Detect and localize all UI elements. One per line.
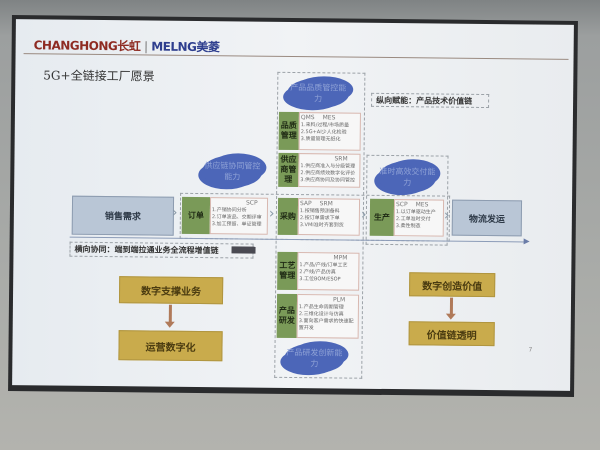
toolbar-image-icon bbox=[231, 246, 256, 254]
arrow-down-icon bbox=[449, 297, 454, 315]
system-srm: SRM bbox=[334, 155, 348, 163]
detail-line: 3.工位BOM/ESOP bbox=[299, 276, 341, 283]
digital-value-creation-box: 数字创造价值 bbox=[409, 272, 496, 298]
slide-title: 5G+全链接工厂愿景 bbox=[43, 68, 155, 84]
logo-meling: MELNG bbox=[151, 39, 197, 54]
order-label: 订单 bbox=[181, 196, 211, 235]
system-qms: QMS bbox=[300, 114, 315, 122]
detail-line: 3.VMI准时齐套到货 bbox=[299, 222, 344, 229]
system-plm: PLM bbox=[332, 296, 346, 304]
arrow-down-icon bbox=[168, 304, 172, 323]
order-detail: SCP 1.产销协同分析 2.订单波品、交期评审 3.加工预留、单证管理 bbox=[209, 197, 269, 235]
value-chain-transparency-box: 价值链透明 bbox=[408, 321, 495, 347]
purchase-label: 采购 bbox=[277, 197, 299, 236]
cloud-supply-chain-capability: 供应链协同管控能力 bbox=[202, 155, 263, 188]
header-divider bbox=[23, 53, 569, 60]
product-rnd-label: 产品研发 bbox=[276, 293, 298, 339]
slide: CHANGHONG长虹 | MELNG美菱 5G+全链接工厂愿景 产品品质管控能… bbox=[12, 19, 574, 391]
sales-demand-box: 销售需求 bbox=[71, 195, 175, 236]
logo-changhong-cn: 长虹 bbox=[117, 39, 141, 54]
system-scp: SCP bbox=[245, 199, 258, 207]
logo-meling-cn: 美菱 bbox=[196, 39, 220, 55]
operations-digitalization-box: 运营数字化 bbox=[118, 330, 223, 362]
system-mes: MES bbox=[415, 201, 429, 209]
chevron-right-icon: › bbox=[171, 204, 178, 221]
logo-separator: | bbox=[143, 39, 148, 54]
cloud-quality-capability: 产品品质管控能力 bbox=[287, 77, 350, 109]
chevron-right-icon: › bbox=[443, 207, 450, 224]
page-number: 7 bbox=[528, 346, 533, 354]
logo-changhong: CHANGHONG bbox=[33, 38, 118, 54]
cloud-delivery-capability: 准时高效交付能力 bbox=[378, 160, 437, 194]
process-management-label: 工艺管理 bbox=[277, 251, 298, 291]
production-label: 生产 bbox=[369, 198, 395, 237]
system-mes: MES bbox=[322, 114, 336, 122]
system-mpm: MPM bbox=[333, 254, 348, 262]
chevron-right-icon: › bbox=[360, 206, 367, 223]
horizontal-collaboration-label: 横向协同：端到端拉通业务全流程增值链 bbox=[69, 241, 254, 259]
logo: CHANGHONG长虹 | MELNG美菱 bbox=[34, 36, 220, 55]
chevron-right-icon: › bbox=[268, 205, 275, 222]
vertical-enablement-label: 纵向赋能：产品技术价值链 bbox=[371, 92, 490, 109]
detail-line: 3.加工预留、单证管理 bbox=[211, 221, 262, 228]
logistics-box: 物流发运 bbox=[451, 199, 523, 237]
cloud-rnd-capability: 产品研发创新能力 bbox=[284, 342, 345, 374]
arrow-head-icon bbox=[523, 238, 530, 245]
process-management-detail: MPM 1.产品/产线/订单工艺 2.产线/产品仿真 3.工位BOM/ESOP bbox=[297, 252, 360, 291]
detail-line: 3.面向客户需求的快速配置开发 bbox=[298, 318, 354, 332]
quality-management-label: 品质管理 bbox=[278, 111, 299, 151]
system-scp: SCP bbox=[395, 201, 408, 209]
detail-line: 3.供应商协同及协同管控 bbox=[300, 177, 356, 184]
detail-line: 3.柔性制造 bbox=[395, 223, 421, 230]
supplier-management-detail: SRM 1.供应商准入与分级管理 2.供应商绩效数字化评价 3.供应商协同及协同… bbox=[298, 153, 361, 188]
system-srm: SRM bbox=[319, 200, 333, 208]
digital-support-business-box: 数字支撑业务 bbox=[118, 276, 224, 305]
detail-line: 3.质量管理无纸化 bbox=[300, 136, 341, 143]
product-rnd-detail: PLM 1.产品生命周期管理 2.三维化设计与仿真 3.面向客户需求的快速配置开… bbox=[296, 294, 360, 339]
system-sap: SAP bbox=[299, 200, 312, 208]
supplier-management-label: 供应商管理 bbox=[278, 152, 299, 188]
